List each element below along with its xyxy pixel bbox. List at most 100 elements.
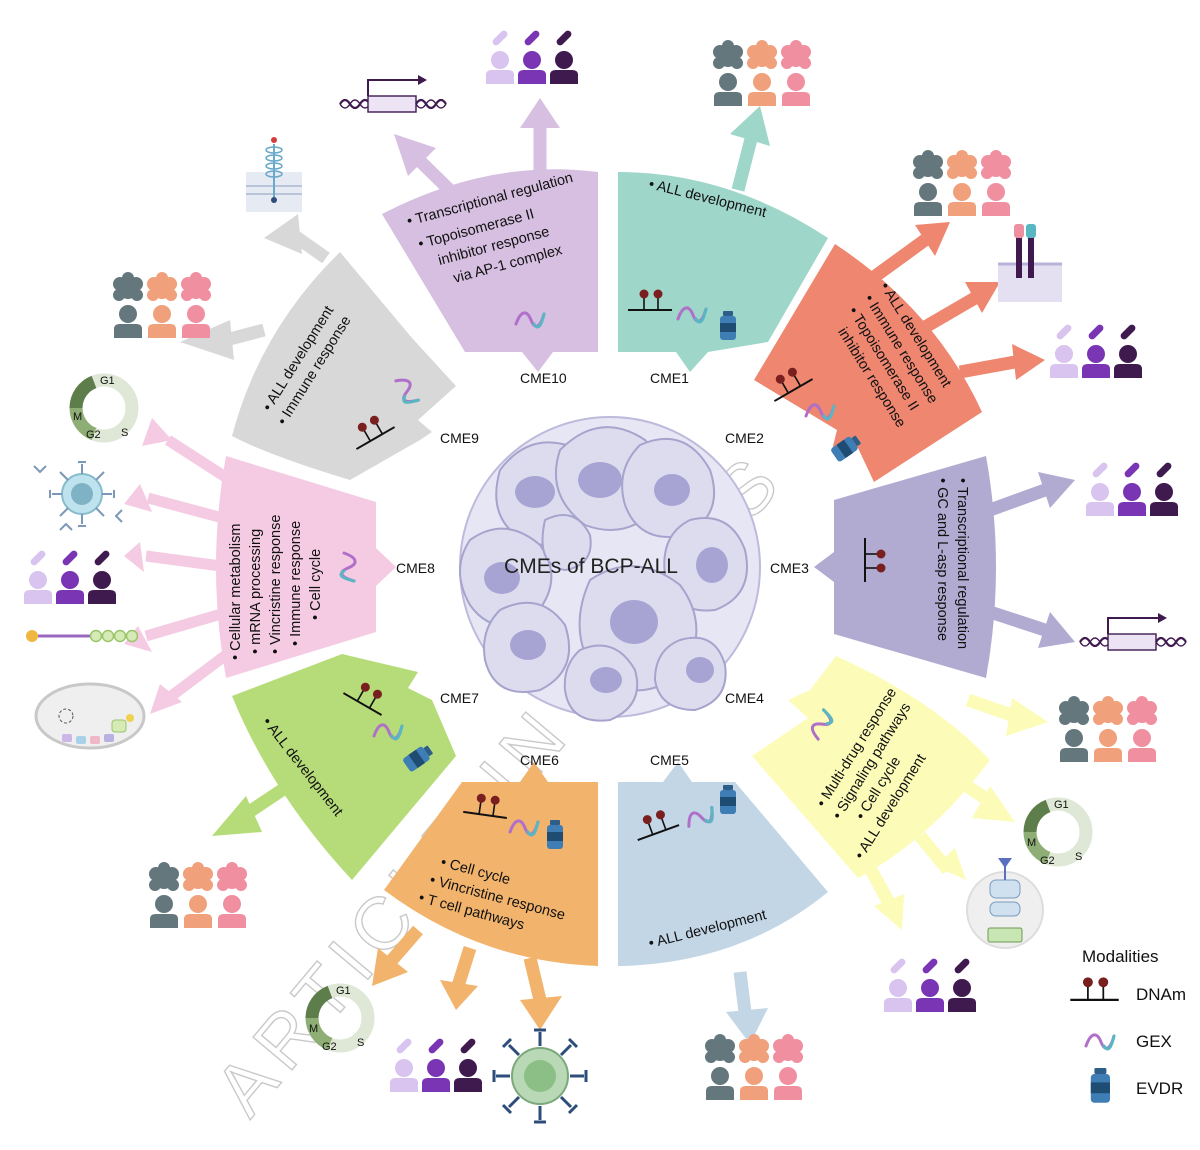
cme9-module[interactable]: CME9 • ALL development • Immune response [113, 137, 479, 480]
cme4-label: CME4 [725, 690, 764, 706]
cme6-arrow-tcell [520, 996, 562, 1030]
cme2-membrane-receptor-icon [998, 224, 1062, 302]
cme2-arrow-subtype [915, 222, 950, 256]
cme3-transcription-gene-icon [1078, 611, 1188, 652]
cme6-arrow-cycle [372, 948, 408, 986]
cme8-arrow-cycle [142, 418, 172, 446]
cme1-leukemia-subtype-patients-icon [713, 40, 811, 106]
cme4-cell-cycle-icon: G1 M G2 S [1027, 799, 1086, 867]
cme10-drug-response-patients-icon [486, 29, 578, 84]
modalities-legend: Modalities DNAm GEX EVDR [1069, 947, 1186, 1103]
cme7-module[interactable]: CME7 • ALL development [149, 654, 479, 928]
svg-text:S: S [121, 427, 128, 439]
cme9-label: CME9 [440, 430, 479, 446]
cme5-label: CME5 [650, 752, 689, 768]
legend-item-gex: GEX [1136, 1032, 1172, 1051]
cme6-wedge [384, 762, 598, 966]
cme8-arrow-mito [150, 684, 182, 714]
cme6-arrow-drug [440, 980, 478, 1010]
cme3-bullet-1: • Transcriptional regulation [954, 478, 970, 649]
cme1-wedge [618, 172, 828, 372]
cme4-arrow-signaling [935, 848, 966, 880]
svg-text:G2: G2 [1040, 855, 1055, 867]
cme8-wedge [216, 456, 396, 678]
cme3-label: CME3 [770, 560, 809, 576]
cme9-arrow-subtype [180, 320, 234, 360]
cme8-label: CME8 [396, 560, 435, 576]
cme3-bullet-2: • GC and L-asp response [934, 478, 950, 641]
svg-text:G1: G1 [100, 375, 115, 387]
svg-text:M: M [73, 411, 82, 423]
cme6-cell-cycle-icon: G1 M G2 S [309, 985, 368, 1053]
svg-text:G1: G1 [336, 985, 351, 997]
cme7-label: CME7 [440, 690, 479, 706]
cme8-arrow-drug [124, 542, 144, 572]
cme8-module[interactable]: CME8 • Cellular metabolism • mRNA proces… [24, 375, 435, 750]
evdr-icon [1090, 1068, 1110, 1103]
legend-item-dnam: DNAm [1136, 985, 1186, 1004]
dnam-icon [1069, 976, 1120, 1002]
cme7-leukemia-subtype-patients-icon [149, 862, 247, 928]
cme4-wedge [752, 656, 990, 878]
cme8-cell-cycle-icon: G1 M G2 S [73, 375, 132, 441]
cme4-arrow-drug [874, 894, 904, 930]
svg-text:G2: G2 [322, 1041, 337, 1053]
svg-text:M: M [1027, 837, 1036, 849]
cme9-leukemia-subtype-patients-icon [113, 272, 211, 338]
cme5-arrow-subtype [726, 1008, 768, 1044]
cme4-drug-response-patients-icon [884, 957, 976, 1012]
cme8-arrow-immune [124, 484, 152, 512]
cme9-arrow-receptor [264, 214, 302, 254]
cme8-mitochondrion-icon [34, 682, 146, 750]
gex-icon [1084, 1033, 1116, 1051]
cme6-drug-response-patients-icon [390, 1037, 482, 1092]
cme4-module[interactable]: CME4 • Multi-drug response • Signaling p… [725, 656, 1157, 1012]
cme3-wedge [814, 456, 996, 678]
cme2-wedge [754, 244, 982, 482]
cme2-module[interactable]: CME2 • ALL development • Immune response… [725, 150, 1142, 482]
cme3-module[interactable]: CME3 • Transcriptional regulation • GC a… [770, 456, 1188, 678]
svg-text:S: S [1075, 851, 1082, 863]
cme4-leukemia-subtype-patients-icon [1059, 696, 1157, 762]
cme2-leukemia-subtype-patients-icon [913, 150, 1011, 216]
cme2-drug-response-patients-icon [1050, 323, 1142, 378]
cme4-signaling-cell-icon [966, 858, 1044, 949]
cme10-label: CME10 [520, 370, 567, 386]
cme8-bullet-3: • Vincristine response [268, 515, 284, 654]
svg-text:S: S [357, 1037, 364, 1049]
cme1-arrow-subtype [731, 133, 759, 192]
cme9-membrane-receptor-icon [246, 137, 302, 212]
cme5-leukemia-subtype-patients-icon [705, 1034, 803, 1100]
cme2-label: CME2 [725, 430, 764, 446]
cme8-drug-response-patients-icon [24, 549, 116, 604]
cme6-module[interactable]: CME6 • Cell cycle • Vincristine response… [309, 752, 598, 1124]
cme8-mrna-icon [26, 629, 139, 643]
cme8-arrow-mrna [124, 626, 152, 652]
cme8-bullet-4: • Immune response [288, 521, 304, 646]
svg-text:G1: G1 [1054, 799, 1069, 811]
cme9-wedge [232, 252, 456, 480]
cme1-module[interactable]: CME1 • ALL development [618, 40, 828, 386]
cme8-bullet-1: • Cellular metabolism [228, 524, 244, 660]
cme6-label: CME6 [520, 752, 559, 768]
cme10-module[interactable]: CME10 • Transcriptional regulation • Top… [338, 29, 598, 386]
center-cell-cluster: CMEs of BCP-ALL [459, 416, 761, 722]
cme8-immune-cell-icon [33, 461, 123, 531]
cme2-arrow-drug [1012, 344, 1045, 380]
cme8-bullet-5: • Cell cycle [308, 549, 324, 620]
cme2-arrow-receptor [965, 282, 1000, 313]
svg-text:G2: G2 [86, 429, 101, 441]
cme8-bullet-2: • mRNA processing [248, 529, 264, 654]
legend-item-evdr: EVDR [1136, 1079, 1183, 1098]
cme6-t-cell-icon [492, 1028, 588, 1124]
cme3-drug-response-patients-icon [1086, 461, 1178, 516]
cme4-arrow-subtype [1006, 698, 1048, 736]
cme5-wedge [618, 762, 828, 966]
center-title: CMEs of BCP-ALL [504, 555, 678, 578]
cme3-arrow-drug [1038, 472, 1075, 508]
cme5-module[interactable]: CME5 • ALL development [618, 752, 828, 1100]
cme10-wedge [382, 169, 598, 372]
cme7-arrow-subtype [212, 796, 262, 836]
cme3-arrow-gene [1038, 612, 1075, 648]
